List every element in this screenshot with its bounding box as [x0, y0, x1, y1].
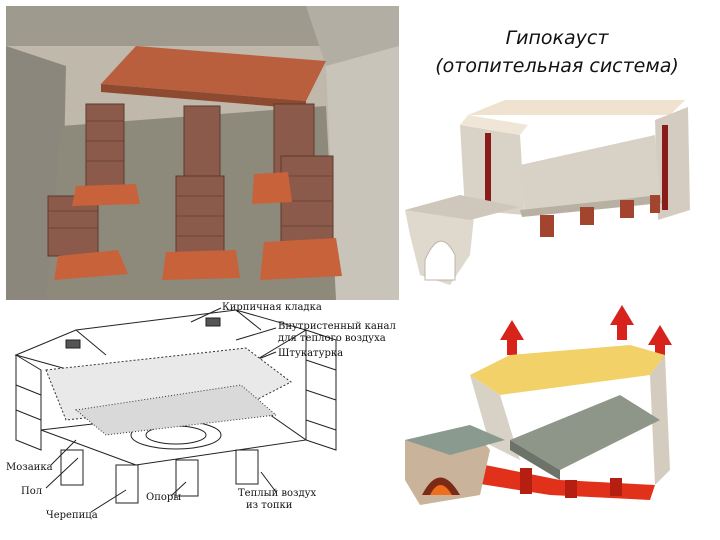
- label-supports: Опоры: [146, 492, 181, 503]
- hypocaust-render-heated: [400, 300, 714, 534]
- title-line-1: Гипокауст: [505, 27, 609, 49]
- title-line-2: (отопительная система): [435, 55, 679, 77]
- hypocaust-diagram: Кирпичная кладка Внутристенный канал для…: [6, 300, 399, 534]
- label-channel-line2: для теплого воздуха: [278, 333, 386, 344]
- label-brickwork: Кирпичная кладка: [222, 302, 322, 313]
- label-floor: Пол: [21, 486, 42, 497]
- label-tiles: Черепица: [46, 510, 98, 521]
- slide-title: Гипокауст (отопительная система): [400, 24, 714, 80]
- label-plaster: Штукатурка: [278, 348, 343, 359]
- label-mosaic: Мозаика: [6, 462, 53, 473]
- label-warm-air-line1: Теплый воздух: [238, 488, 317, 499]
- label-warm-air-line2: из топки: [246, 500, 293, 511]
- ruins-photo: [6, 6, 399, 300]
- label-channel-line1: Внутристенный канал: [278, 321, 396, 332]
- hypocaust-render-top: [400, 95, 714, 300]
